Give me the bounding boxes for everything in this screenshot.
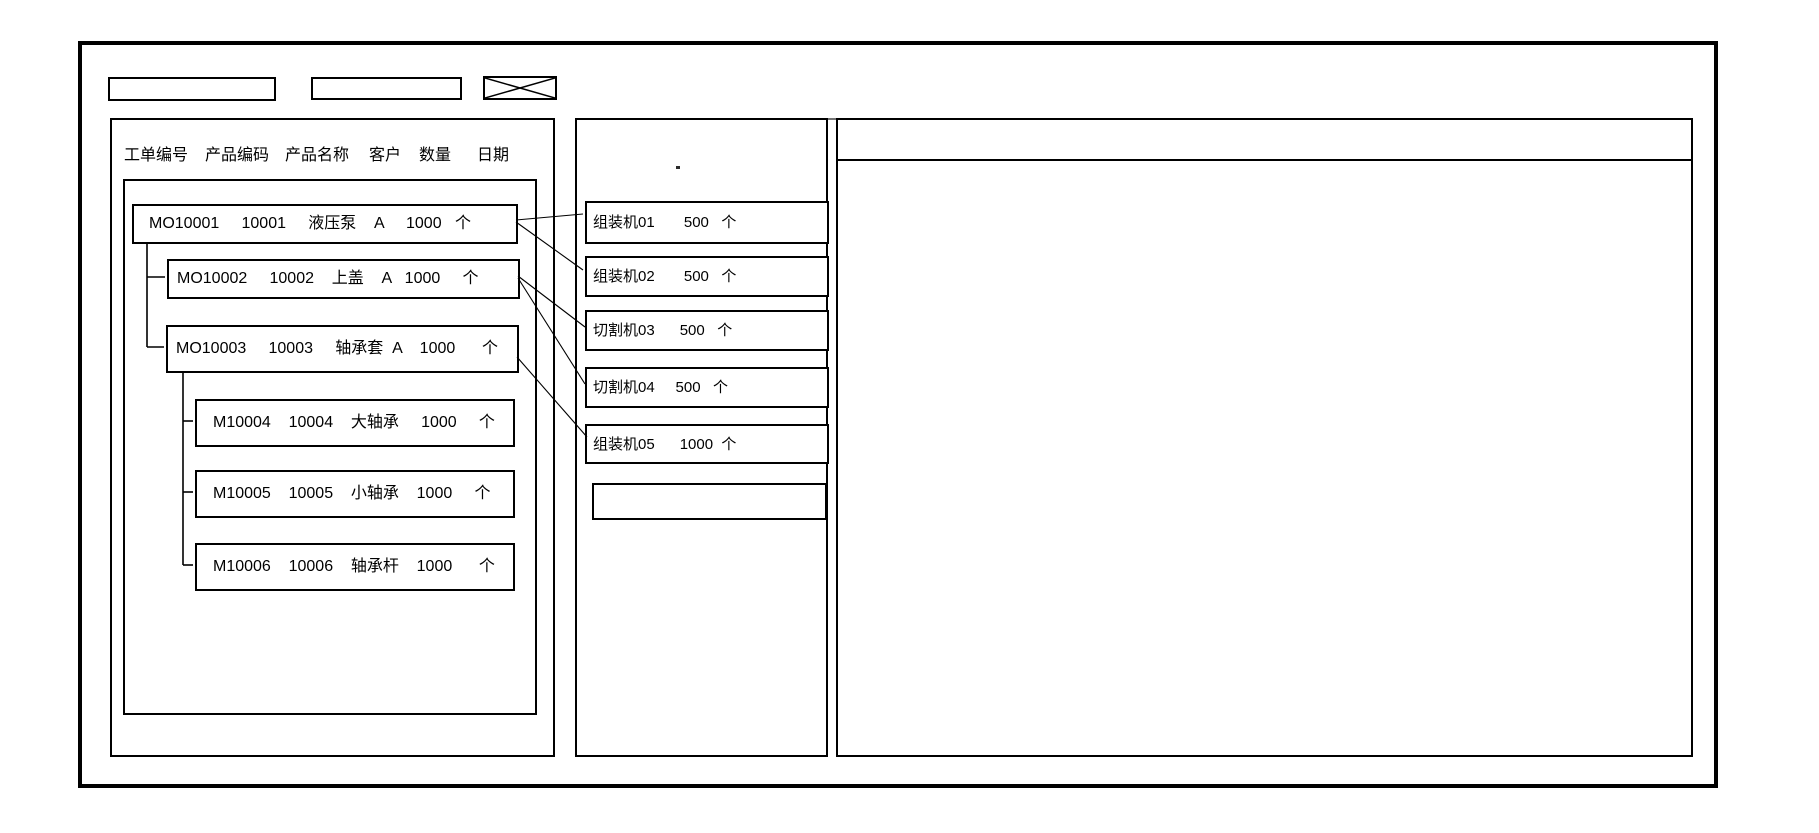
machine-card-05[interactable]: 组装机05 1000 个 xyxy=(585,424,829,464)
machine-card-03[interactable]: 切割机03 500 个 xyxy=(585,310,829,351)
column-header-customer: 客户 xyxy=(369,147,402,164)
column-header-qty: 数量 xyxy=(419,147,452,164)
order-card-text: MO10002 10002 上盖 A 1000 个 xyxy=(177,270,479,287)
stray-dot xyxy=(676,166,680,169)
close-button[interactable] xyxy=(483,76,557,100)
order-card-MO10003[interactable]: MO10003 10003 轴承套 A 1000 个 xyxy=(166,325,519,373)
column-header-product: 产品名称 xyxy=(285,147,350,164)
machine-card-text: 组装机01 500 个 xyxy=(593,214,737,231)
toolbar-input-2[interactable] xyxy=(311,77,462,100)
machines-panel: 组装机01 500 个 组装机02 500 个 切割机03 500 个 切割机0… xyxy=(575,118,829,757)
order-card-M10004[interactable]: M10004 10004 大轴承 1000 个 xyxy=(195,399,515,447)
machine-card-text: 组装机05 1000 个 xyxy=(593,435,737,453)
machine-card-text: 组装机02 500 个 xyxy=(593,268,737,285)
window-frame xyxy=(78,41,1718,788)
order-card-MO10002[interactable]: MO10002 10002 上盖 A 1000 个 xyxy=(167,259,520,299)
detail-panel xyxy=(836,118,1693,757)
order-card-text: MO10003 10003 轴承套 A 1000 个 xyxy=(176,340,498,357)
order-card-M10006[interactable]: M10006 10006 轴承杆 1000 个 xyxy=(195,543,515,591)
machine-card-text: 切割机04 500 个 xyxy=(593,379,729,396)
machine-card-empty[interactable] xyxy=(592,483,827,520)
machine-card-04[interactable]: 切割机04 500 个 xyxy=(585,367,829,408)
column-header-wo: 工单编号 xyxy=(124,147,189,164)
order-card-M10005[interactable]: M10005 10005 小轴承 1000 个 xyxy=(195,470,515,518)
detail-panel-header-divider xyxy=(838,159,1691,161)
machine-card-text: 切割机03 500 个 xyxy=(593,322,733,339)
column-header-date: 日期 xyxy=(477,147,510,164)
order-card-text: M10005 10005 小轴承 1000 个 xyxy=(213,485,491,502)
order-card-text: M10006 10006 轴承杆 1000 个 xyxy=(213,558,495,575)
machine-card-01[interactable]: 组装机01 500 个 xyxy=(585,201,829,244)
order-card-MO10001[interactable]: MO10001 10001 液压泵 A 1000 个 xyxy=(132,204,518,244)
machine-card-02[interactable]: 组装机02 500 个 xyxy=(585,256,829,297)
order-card-text: MO10001 10001 液压泵 A 1000 个 xyxy=(149,215,471,232)
column-header-code: 产品编码 xyxy=(205,147,270,164)
order-card-text: M10004 10004 大轴承 1000 个 xyxy=(213,414,495,431)
close-x-icon xyxy=(485,78,555,98)
orders-panel: 工单编号 产品编码 产品名称 客户 数量 日期 MO10001 10001 液压… xyxy=(110,118,555,757)
toolbar-input-1[interactable] xyxy=(108,77,276,101)
